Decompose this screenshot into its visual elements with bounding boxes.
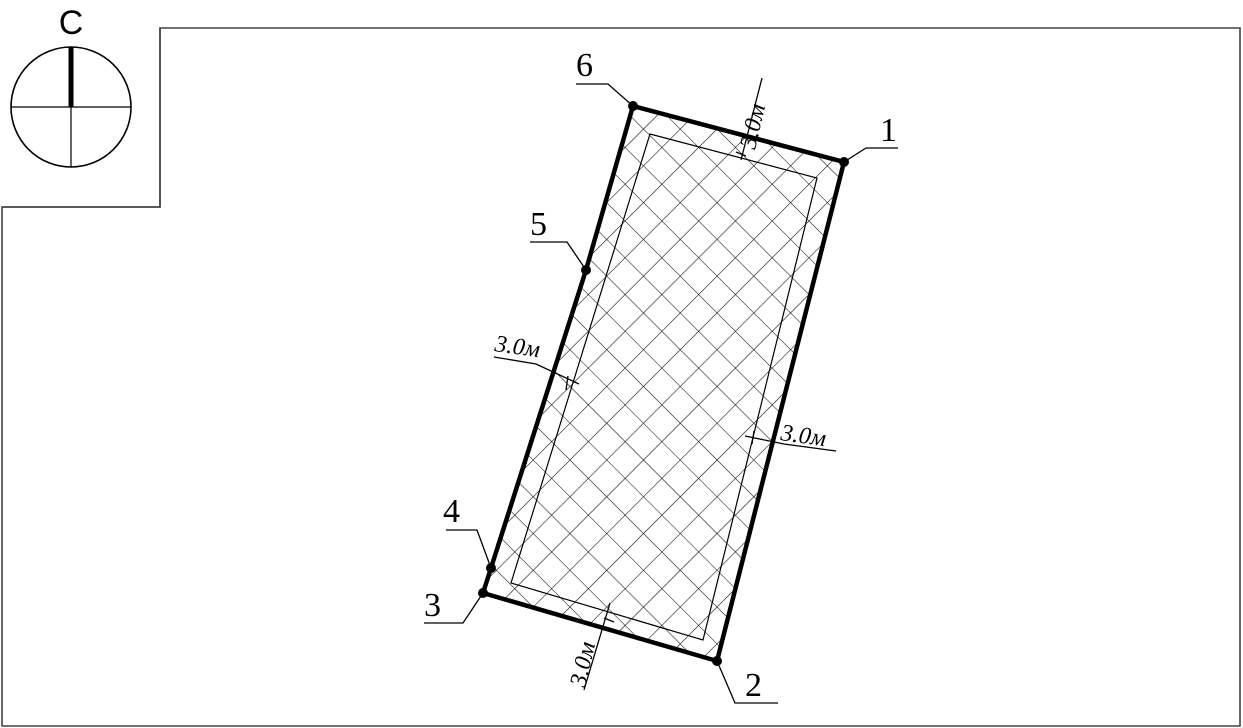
setback-dimension-right: 3.0м xyxy=(744,420,837,452)
vertex-label-1: 1 xyxy=(880,112,897,149)
setback-label-left: 3.0м xyxy=(492,331,541,363)
setback-label-bottom: 3.0м xyxy=(565,639,601,690)
leader-2 xyxy=(716,660,778,704)
compass-frame xyxy=(2,28,161,208)
vertex-label-3: 3 xyxy=(424,587,441,624)
setback-label-right: 3.0м xyxy=(778,420,827,452)
vertex-label-6: 6 xyxy=(576,47,593,84)
compass: С xyxy=(10,4,132,168)
vertex-label-4: 4 xyxy=(443,493,460,530)
leader-1 xyxy=(843,147,898,163)
leader-4 xyxy=(446,529,492,569)
setback-line xyxy=(510,133,818,641)
vertex-label-2: 2 xyxy=(745,667,762,704)
compass-north-letter: С xyxy=(59,4,84,42)
leader-6 xyxy=(576,83,634,107)
leader-5 xyxy=(530,241,587,271)
leader-3 xyxy=(424,592,484,624)
parcel-boundary xyxy=(480,103,847,664)
setback-dimension-left: 3.0м xyxy=(492,331,580,391)
vertex-label-5: 5 xyxy=(530,206,547,243)
